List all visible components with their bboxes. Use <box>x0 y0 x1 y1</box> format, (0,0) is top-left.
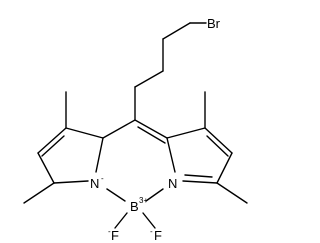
bond-meso-right-ring <box>134 119 168 139</box>
boron-label: B <box>130 199 139 214</box>
bond-left-n-b <box>106 188 126 202</box>
boron-charge: 3+ <box>139 196 148 205</box>
bond-right-ca-cb <box>166 127 206 139</box>
bond-right-cd-n-double <box>184 174 213 178</box>
bodipy-bromopentyl-structure: Br N - N B 3+ - F - F <box>23 16 248 243</box>
bond-left-cb-cc <box>37 127 67 154</box>
bond-left-cc-cd <box>37 152 55 184</box>
bond-b-right-n <box>145 188 164 202</box>
nitrogen-left-charge: - <box>101 174 104 183</box>
bond-meso-left-ring <box>102 119 136 139</box>
nitrogen-right-label: N <box>168 176 177 191</box>
right-pyrrole-ring <box>166 91 248 204</box>
bond-right-methyl-bottom <box>216 182 248 204</box>
bond-right-cc-cd <box>216 152 233 184</box>
bond-c1-c2 <box>134 70 164 88</box>
fluorine-right-label: F <box>154 228 162 243</box>
bond-b-f-left <box>114 212 128 229</box>
left-pyrrole-ring <box>23 91 104 204</box>
bromopentyl-chain <box>134 22 207 121</box>
bond-right-cd-n <box>182 180 218 184</box>
meso-bonds <box>102 119 168 144</box>
bond-right-cb-cc <box>204 127 233 154</box>
bond-right-n-ca <box>166 137 176 173</box>
bond-left-cd-n <box>53 180 89 184</box>
boron-bridge <box>106 188 164 229</box>
bond-left-cb-cc-double <box>41 135 65 157</box>
fluorine-right-charge: - <box>150 227 153 236</box>
bond-c3-c4 <box>162 22 191 40</box>
nitrogen-left-label: N <box>90 176 99 191</box>
bond-right-cb-cc-double <box>206 135 229 157</box>
fluorine-left-label: F <box>111 228 119 243</box>
bond-left-ca-cb <box>65 127 104 139</box>
bond-left-methyl-bottom <box>23 182 55 204</box>
bond-b-f-right <box>142 212 156 229</box>
fluorine-left-charge: - <box>108 227 111 236</box>
bond-meso-right-ring-double <box>137 126 166 144</box>
bromine-label: Br <box>207 16 221 31</box>
bond-left-n-ca <box>95 137 104 173</box>
